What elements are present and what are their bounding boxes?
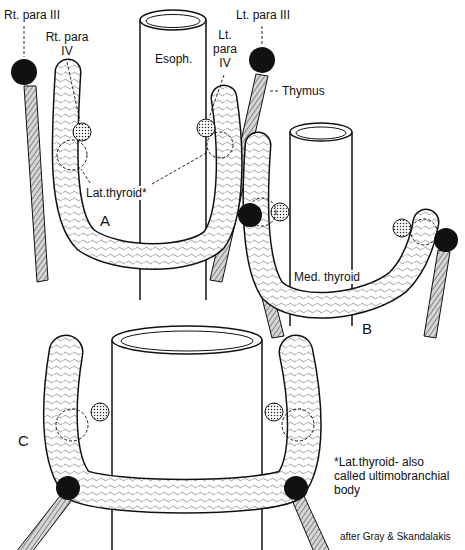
- thymus-strip: [424, 250, 450, 338]
- leader-line: [81, 169, 90, 183]
- esophagus-rim: [140, 10, 206, 30]
- esophagus-lumen: [146, 15, 200, 28]
- lateral-thyroid: [248, 198, 276, 226]
- thymus-strip: [16, 496, 72, 550]
- lateral-thyroid: [411, 219, 437, 245]
- lateral-thyroid: [56, 409, 88, 441]
- footnote: *Lat.thyroid- also called ultimobranchia…: [334, 455, 458, 497]
- parathyroid-iii: [284, 476, 308, 500]
- part-label: Esoph.: [155, 52, 192, 66]
- part-label: Lt. para III: [236, 8, 290, 22]
- thyroid-gland: [256, 145, 426, 305]
- thymus-strip: [24, 86, 48, 282]
- parathyroid-iii: [238, 203, 262, 227]
- part-label: Lat.thyroid*: [84, 186, 149, 200]
- lateral-thyroid: [57, 140, 87, 170]
- esophagus-rim: [290, 123, 352, 141]
- parathyroid-iv: [91, 403, 109, 421]
- parathyroid-iv: [73, 123, 91, 141]
- thyroid-gland: [60, 352, 304, 496]
- part-label: Lt. para IV: [209, 28, 241, 70]
- parathyroid-iii: [434, 228, 458, 252]
- leader-line: [24, 26, 25, 57]
- parathyroid-iv: [271, 203, 289, 221]
- parathyroid-iii: [11, 59, 37, 85]
- thyroid-outline: [60, 352, 304, 496]
- panel-letter: A: [100, 212, 110, 229]
- part-label: Rt. para III: [4, 8, 60, 22]
- panel-a: [11, 10, 278, 300]
- parathyroid-iii: [56, 476, 80, 500]
- part-label: Med. thyroid: [292, 270, 362, 284]
- thymus-strip: [292, 496, 330, 550]
- lateral-thyroid: [282, 409, 314, 441]
- thyroid-outline: [65, 72, 229, 257]
- source-credit: after Gray & Skandalakis: [340, 531, 451, 543]
- leader-line: [67, 62, 80, 121]
- panel-letter: C: [18, 432, 29, 449]
- thyroid-gland: [65, 72, 229, 257]
- leader-line: [262, 26, 263, 45]
- panel-c: [16, 326, 330, 550]
- lateral-thyroid: [207, 132, 233, 158]
- parathyroid-iii: [249, 47, 275, 73]
- leader-line: [209, 75, 224, 118]
- esophagus-lumen: [121, 331, 253, 351]
- panel-letter: B: [362, 320, 372, 337]
- leader-line: [268, 91, 278, 92]
- leader-line: [152, 152, 208, 184]
- part-label: Rt. para IV: [42, 30, 92, 58]
- esophagus-lumen: [296, 127, 346, 139]
- thyroid-outline: [256, 145, 426, 305]
- esophagus-body: [112, 340, 262, 550]
- parathyroid-iv: [393, 219, 411, 237]
- part-label: Thymus: [282, 84, 325, 98]
- esophagus-wall: [112, 340, 262, 550]
- parathyroid-iv: [265, 403, 283, 421]
- panel-b: [238, 123, 458, 338]
- esophagus-rim: [112, 326, 262, 354]
